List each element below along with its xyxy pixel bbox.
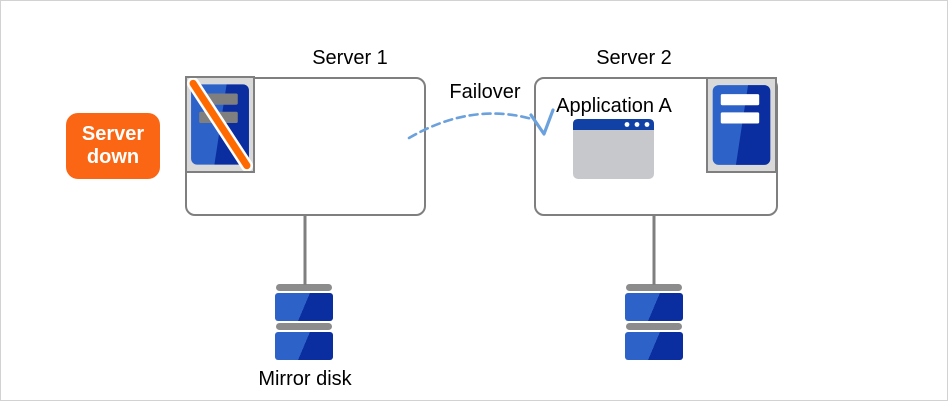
- server-tower-crossed-icon: [187, 78, 253, 171]
- disk-platter: [275, 332, 333, 360]
- disk-platter: [625, 332, 683, 360]
- application-window-icon: [573, 119, 654, 179]
- disk-cap: [276, 284, 332, 291]
- failover-label: Failover: [449, 81, 521, 103]
- disk-cap: [626, 323, 682, 330]
- server1-label: Server 1: [312, 47, 388, 69]
- server1-computer-icon: [185, 76, 255, 173]
- failover-arrow: [407, 112, 534, 140]
- badge-line-1: Server: [81, 123, 145, 145]
- disk-cap: [276, 323, 332, 330]
- badge-line-2: down: [86, 146, 140, 168]
- server2-label: Server 2: [596, 47, 672, 69]
- application-label: Application A: [556, 95, 672, 117]
- disk-platter: [275, 293, 333, 321]
- server-down-badge: Server down: [66, 113, 160, 179]
- mirror-disk-icon-server2: [625, 284, 683, 360]
- server-tower-icon: [712, 85, 771, 165]
- server2-computer-icon: [706, 77, 777, 173]
- disk-cap: [626, 284, 682, 291]
- mirror-disk-label: Mirror disk: [258, 368, 352, 390]
- disk-platter: [625, 293, 683, 321]
- mirror-disk-icon-server1: [275, 284, 333, 360]
